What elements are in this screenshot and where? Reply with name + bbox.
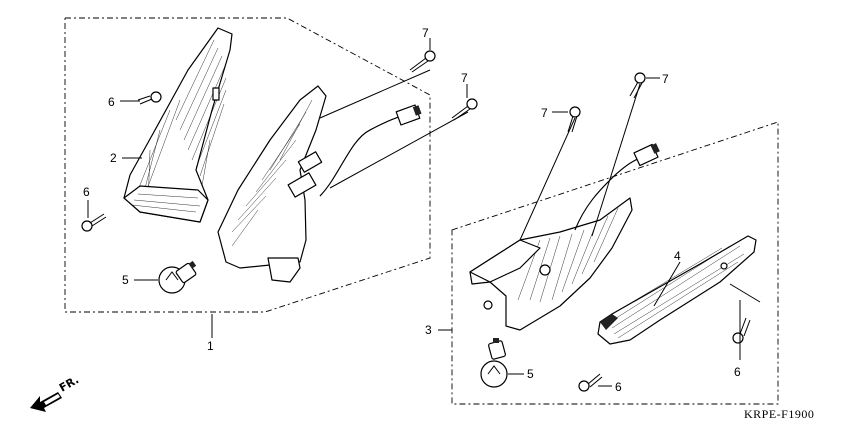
callout-6-lower-left: 6 xyxy=(83,185,90,199)
right-assembly-boundary xyxy=(451,121,779,405)
screw-icon xyxy=(137,91,162,105)
screw-icon xyxy=(567,106,581,133)
screw-icon xyxy=(81,213,107,232)
diagram-code: KRPE-F1900 xyxy=(744,407,814,421)
leader-line xyxy=(329,111,469,189)
leader-line xyxy=(519,117,576,241)
callout-4: 4 xyxy=(674,249,681,263)
direction-label: FR. xyxy=(57,373,81,394)
callout-6-lower-right: 6 xyxy=(615,380,622,394)
right-lens-icon xyxy=(597,235,757,345)
leader-line xyxy=(653,261,681,307)
screw-icon xyxy=(578,373,603,392)
callout-7-right-b: 7 xyxy=(662,72,669,86)
callout-2: 2 xyxy=(110,151,117,165)
left-assembly-boundary xyxy=(64,17,431,313)
front-direction-arrow-icon xyxy=(30,392,62,412)
screw-icon xyxy=(629,72,646,99)
callout-3: 3 xyxy=(425,323,432,337)
callout-6-right: 6 xyxy=(734,365,741,379)
screw-icon xyxy=(732,317,751,344)
screw-icon xyxy=(409,50,436,73)
callout-5-right: 5 xyxy=(527,367,534,381)
screw-icon xyxy=(451,98,478,121)
left-lens-icon xyxy=(123,27,233,223)
callout-5-left: 5 xyxy=(122,273,129,287)
leader-line xyxy=(319,69,431,119)
right-bulb-icon xyxy=(480,338,508,388)
left-housing-icon xyxy=(217,85,422,283)
leader-line xyxy=(729,283,761,303)
callout-7-right-a: 7 xyxy=(541,106,548,120)
callout-6-upper-left: 6 xyxy=(108,95,115,109)
callout-7-left: 7 xyxy=(461,71,468,85)
leader-line xyxy=(591,83,641,237)
left-bulb-icon xyxy=(158,260,197,294)
right-housing-icon xyxy=(469,143,660,331)
callout-1: 1 xyxy=(207,339,214,353)
callout-7-top-left: 7 xyxy=(422,26,429,40)
